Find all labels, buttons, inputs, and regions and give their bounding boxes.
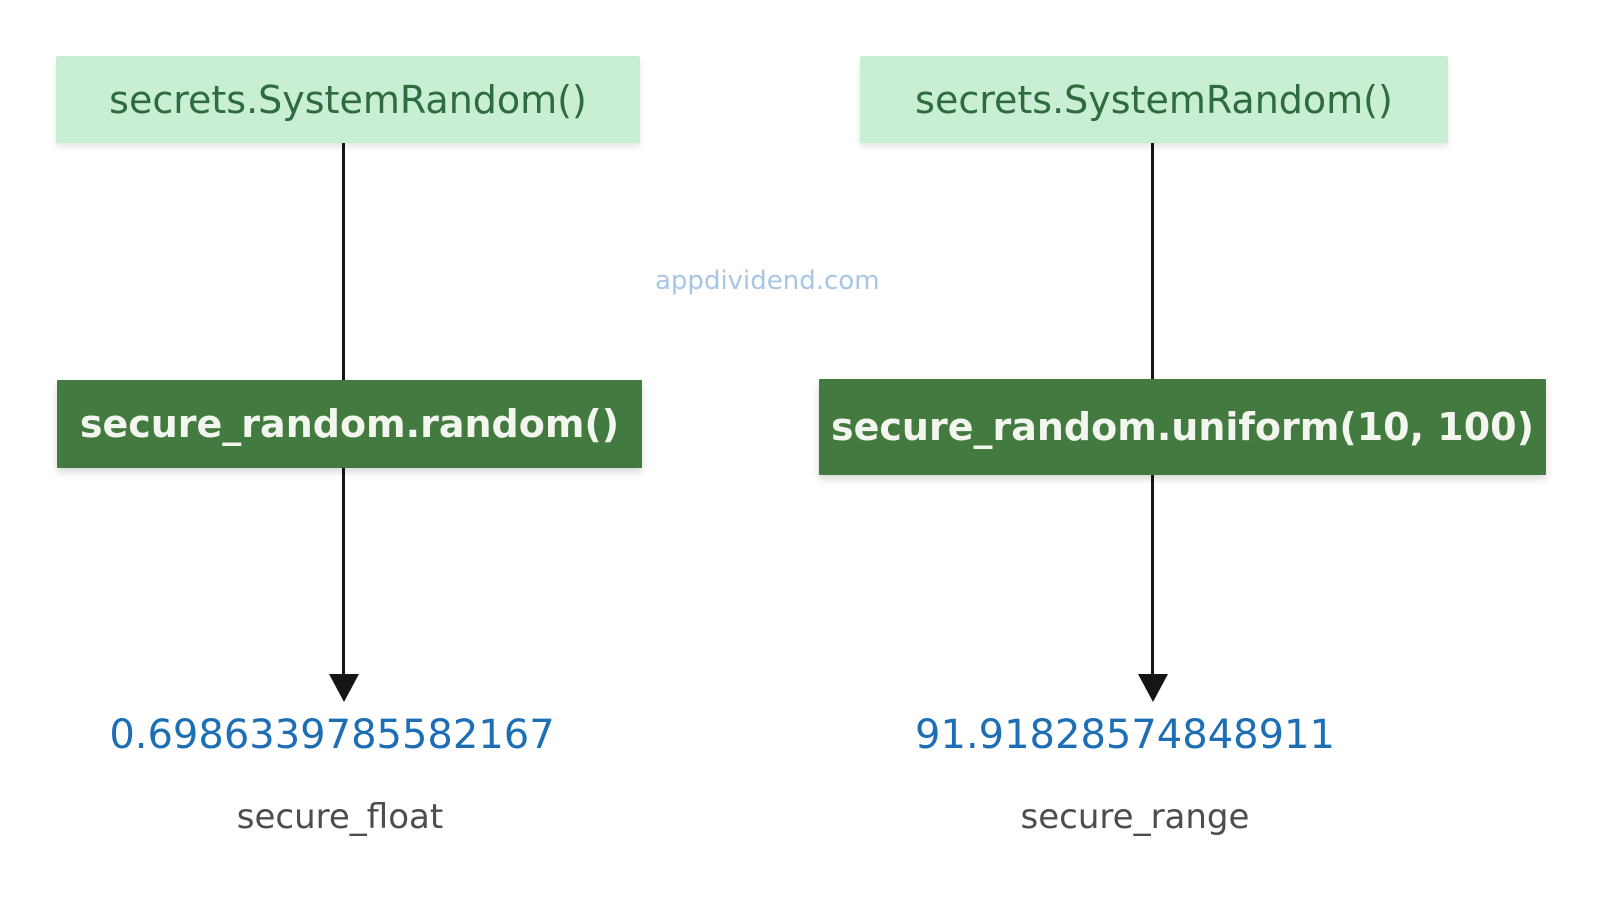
watermark: appdividend.com	[655, 266, 880, 296]
flow-secure-float-method-box: secure_random.random()	[57, 380, 642, 468]
flow-secure-range-result-value: 91.91828574848911	[915, 712, 1335, 758]
flow-secure-range-method-box: secure_random.uniform(10, 100)	[819, 379, 1546, 475]
flow-secure-float-result-label: secure_float	[236, 797, 444, 837]
flow-secure-float-down-arrow-icon	[329, 674, 359, 702]
flow-secure-float-method-label: secure_random.random()	[79, 402, 620, 446]
flow-secure-float-result-value: 0.6986339785582167	[109, 712, 555, 758]
flow-secure-range-result-label: secure_range	[1020, 797, 1250, 837]
flow-secure-range-source-label: secrets.SystemRandom()	[915, 77, 1393, 122]
flow-secure-range-method-label: secure_random.uniform(10, 100)	[831, 405, 1534, 449]
flow-secure-float-source-box: secrets.SystemRandom()	[56, 56, 640, 143]
flow-secure-float-source-label: secrets.SystemRandom()	[109, 77, 587, 122]
flow-secure-range-down-arrow-icon	[1138, 674, 1168, 702]
flow-secure-range-source-box: secrets.SystemRandom()	[860, 56, 1448, 143]
